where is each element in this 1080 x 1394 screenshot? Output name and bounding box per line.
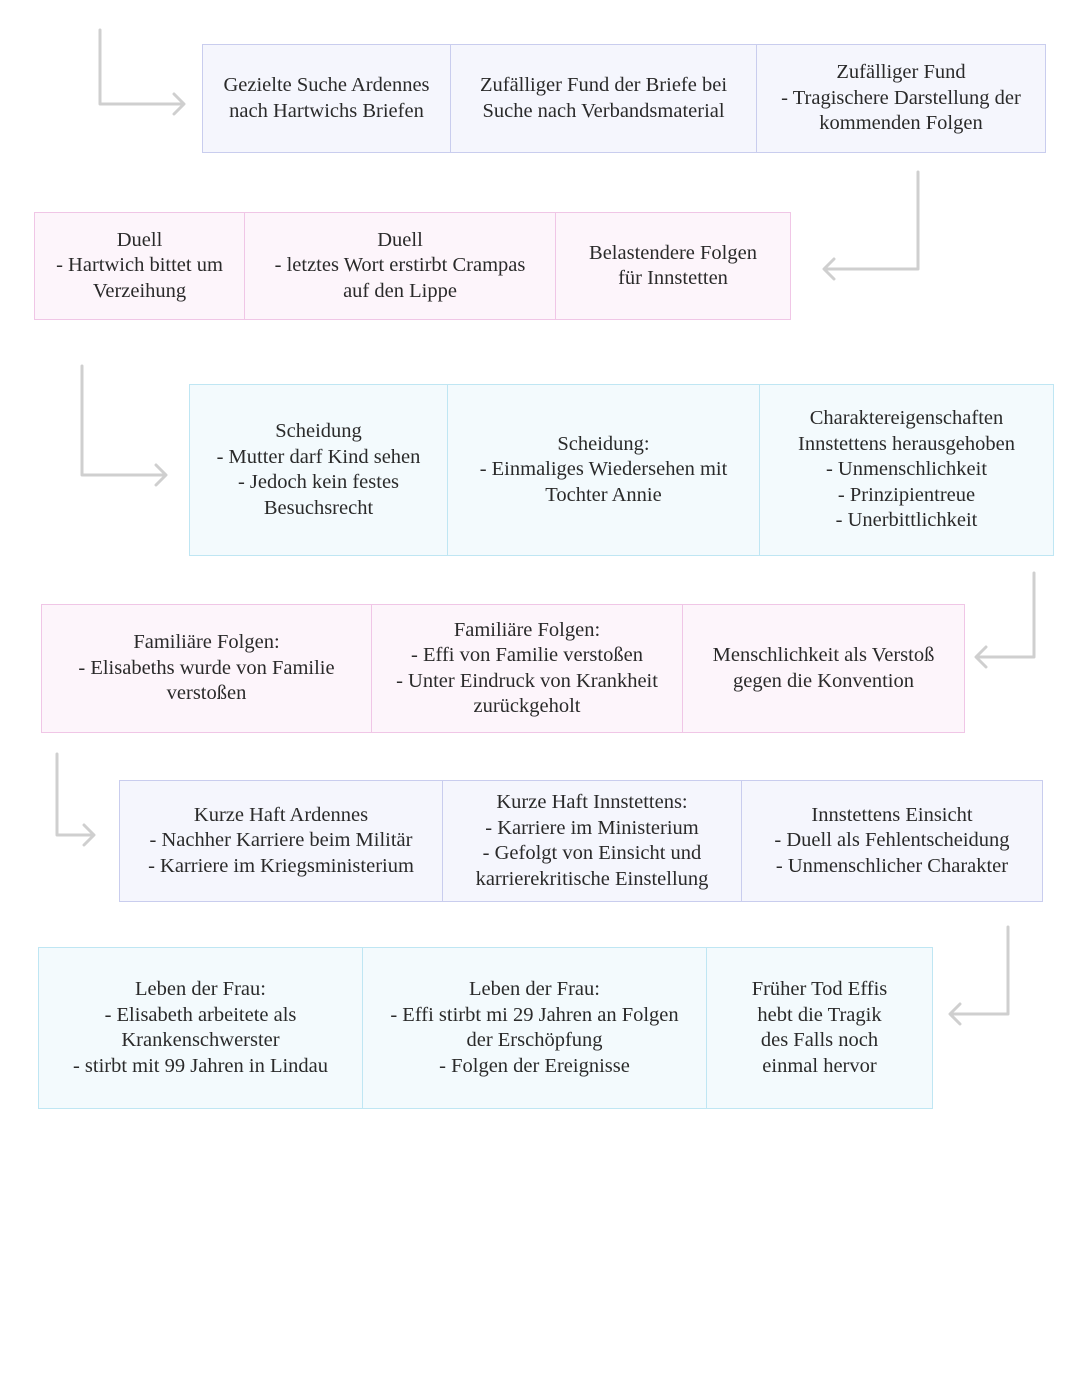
flow-row-3: Scheidung - Mutter darf Kind sehen - Jed… [189, 384, 1054, 556]
flow-box: Charaktereigenschaften Innstettens herau… [759, 385, 1053, 555]
flow-box: Menschlichkeit als Verstoß gegen die Kon… [682, 605, 964, 732]
arrow-down-left-icon [822, 170, 920, 281]
flow-box: Kurze Haft Innstettens: - Karriere im Mi… [442, 781, 741, 901]
arrow-down-right-icon [80, 364, 168, 487]
arrow-down-left-icon [974, 571, 1036, 669]
flow-box: Scheidung: - Einmaliges Wiedersehen mit … [447, 385, 759, 555]
flow-box: Duell - letztes Wort erstirbt Crampas au… [244, 213, 555, 319]
arrow-down-left-icon [948, 925, 1010, 1026]
flow-box: Leben der Frau: - Effi stirbt mi 29 Jahr… [362, 948, 706, 1108]
flow-row-2: Duell - Hartwich bittet um Verzeihung Du… [34, 212, 791, 320]
flow-box: Zufälliger Fund - Tragischere Darstellun… [756, 45, 1045, 152]
flow-box: Gezielte Suche Ardennes nach Hartwichs B… [223, 74, 430, 122]
flow-box: Familiäre Folgen: - Effi von Familie ver… [371, 605, 682, 732]
arrow-down-right-icon [55, 752, 96, 847]
flow-box: Früher Tod Effis hebt die Tragik des Fal… [706, 948, 932, 1108]
flow-row-1: Gezielte Suche Ardennes nach Hartwichs B… [202, 44, 1046, 153]
flow-row-4: Familiäre Folgen: - Elisabeths wurde von… [41, 604, 965, 733]
flow-box: Belastendere Folgen für Innstetten [555, 213, 790, 319]
flow-row-5: Kurze Haft Ardennes - Nachher Karriere b… [119, 780, 1043, 902]
flow-box: Duell - Hartwich bittet um Verzeihung [56, 228, 223, 302]
flow-box: Kurze Haft Ardennes - Nachher Karriere b… [148, 803, 414, 877]
flow-box: Familiäre Folgen: - Elisabeths wurde von… [78, 631, 335, 705]
flow-box: Innstettens Einsicht - Duell als Fehlent… [741, 781, 1042, 901]
flow-box: Scheidung - Mutter darf Kind sehen - Jed… [216, 420, 421, 519]
flow-row-6: Leben der Frau: - Elisabeth arbeitete al… [38, 947, 933, 1109]
flow-box: Zufälliger Fund der Briefe bei Suche nac… [450, 45, 756, 152]
arrow-down-right-icon [98, 28, 186, 116]
flow-box: Leben der Frau: - Elisabeth arbeitete al… [72, 978, 329, 1077]
